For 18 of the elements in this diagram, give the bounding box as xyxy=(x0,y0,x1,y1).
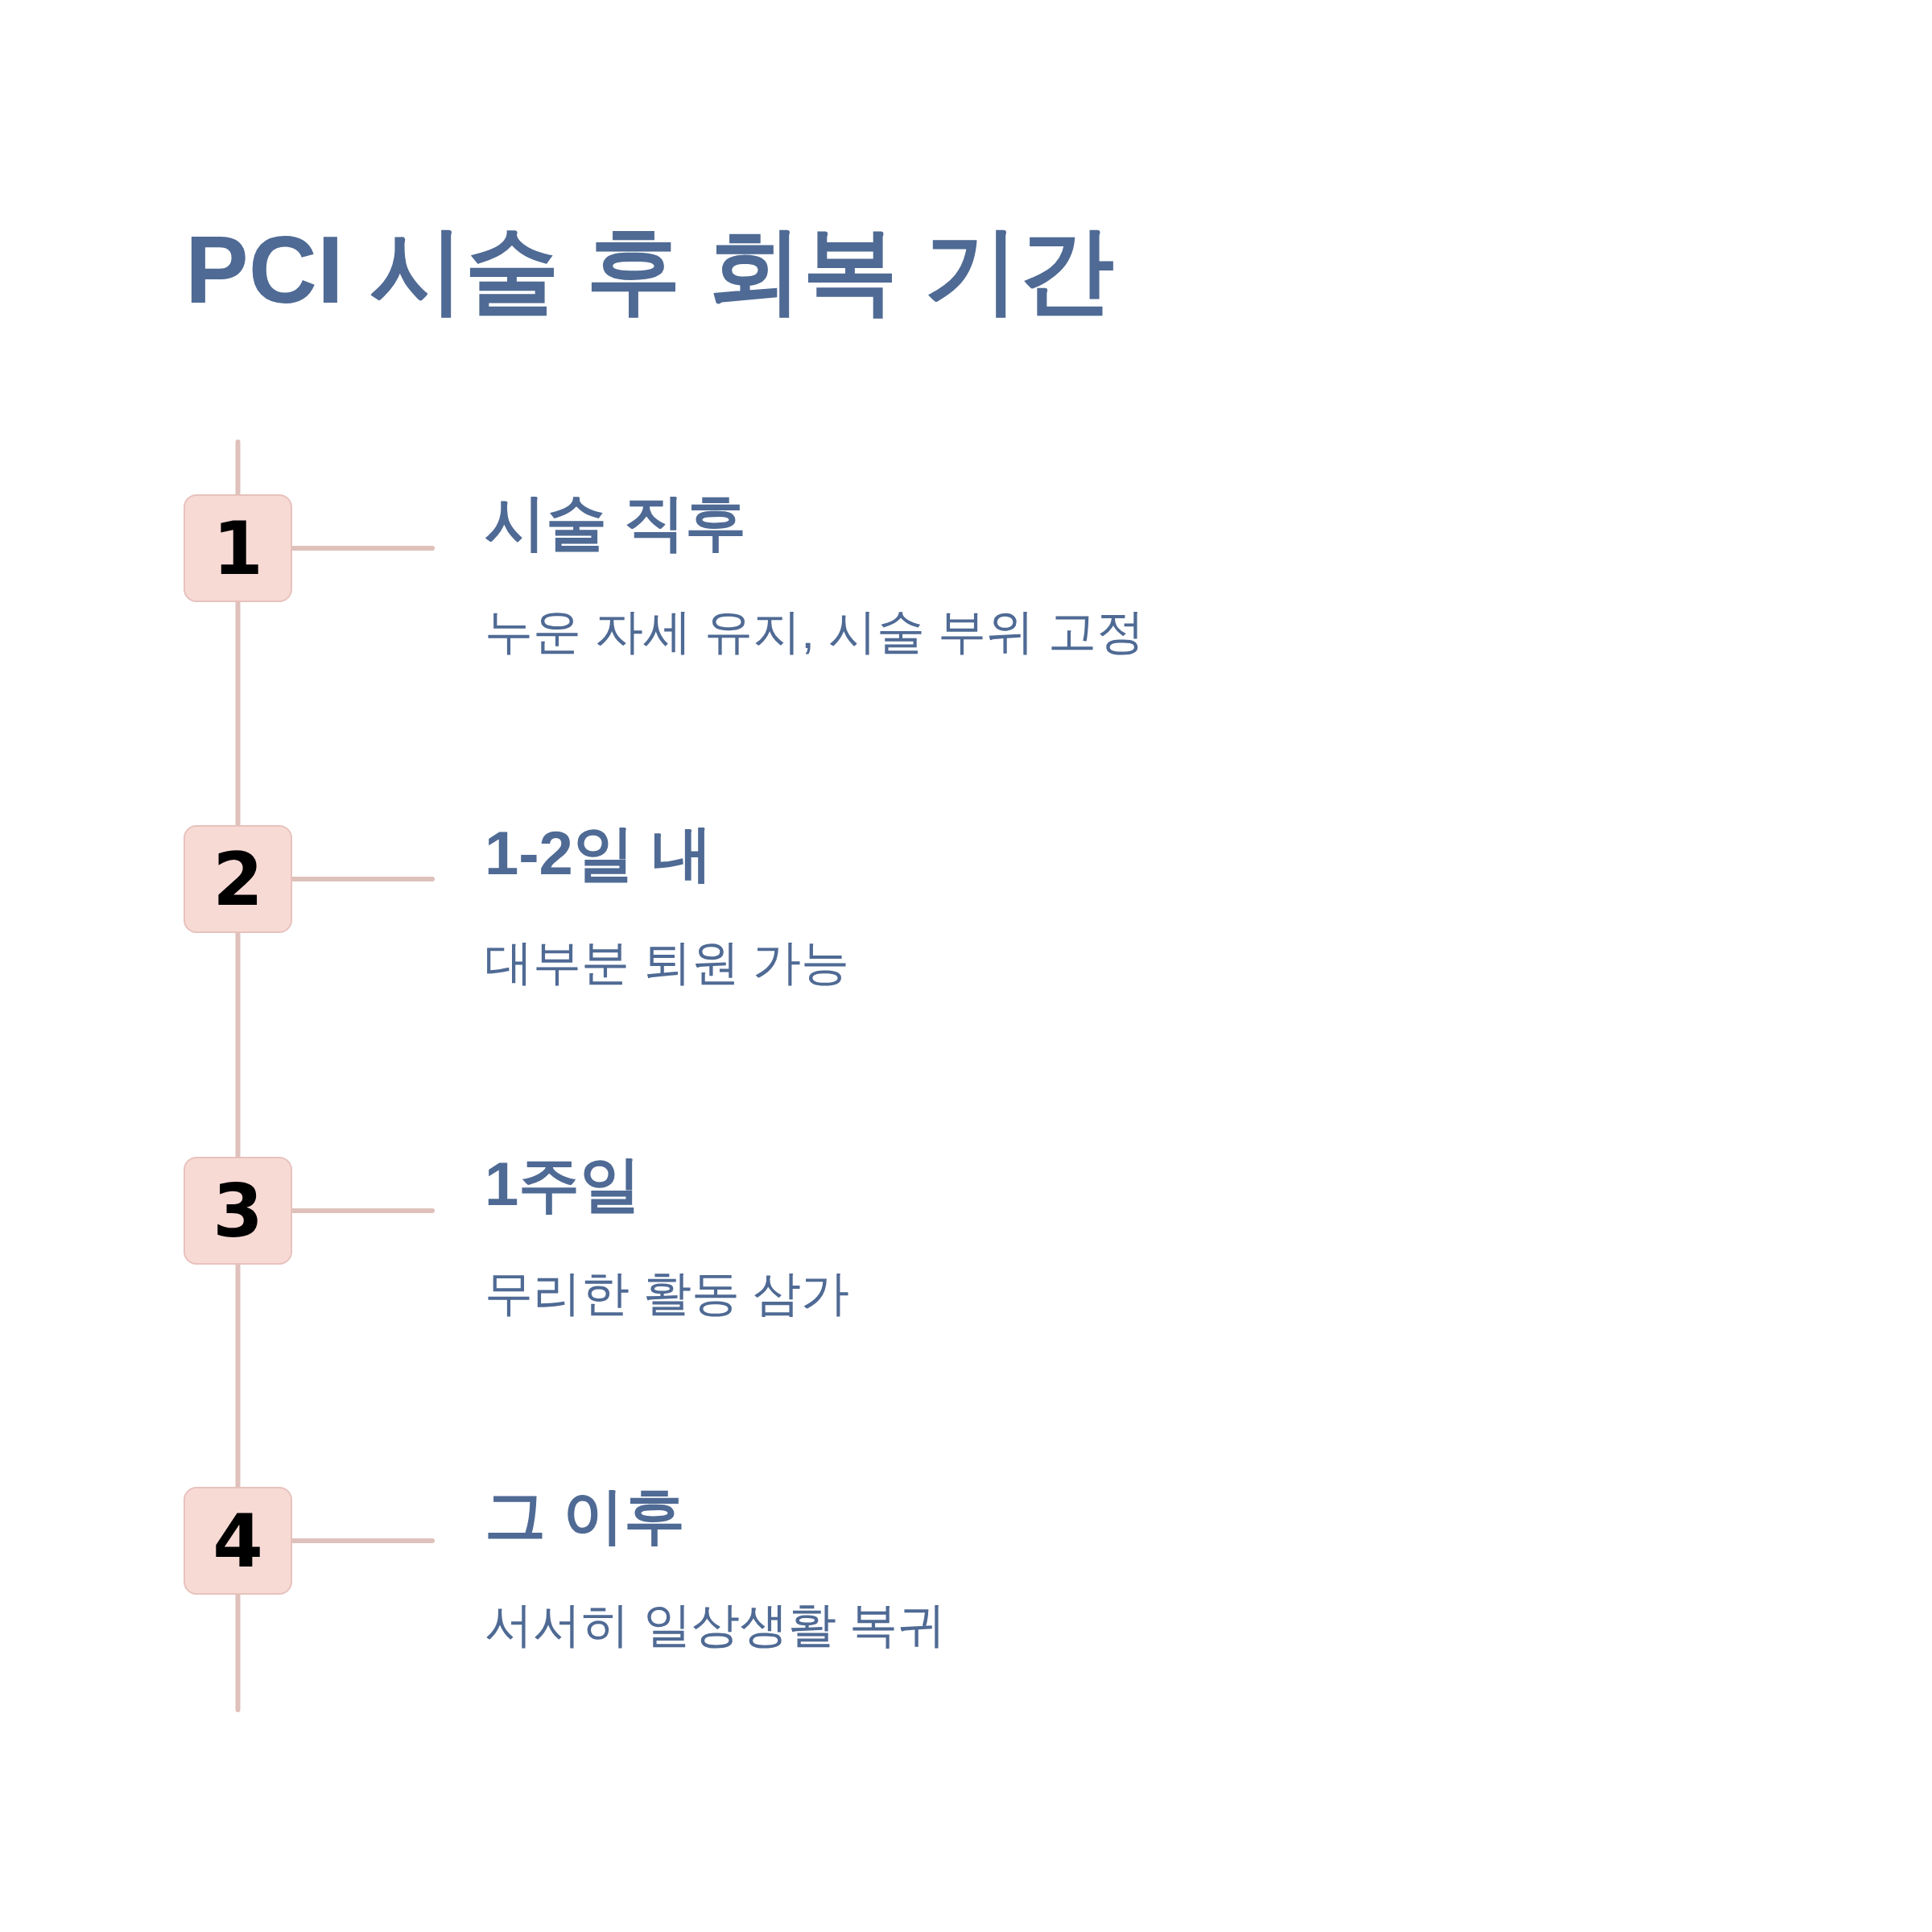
timeline-line xyxy=(235,1592,241,1712)
timeline-line xyxy=(235,600,241,828)
step-description: 대부분 퇴원 가능 xyxy=(485,935,850,992)
timeline-line xyxy=(235,1262,241,1489)
step-description: 무리한 활동 삼가 xyxy=(485,1265,850,1323)
step-heading: 시술 직후 xyxy=(485,487,747,558)
number-box: 3 xyxy=(184,1157,292,1265)
step-heading: 1주일 xyxy=(485,1149,642,1220)
step-description: 누운 자세 유지, 시술 부위 고정 xyxy=(485,604,1146,661)
number-box: 2 xyxy=(184,825,292,933)
timeline-line xyxy=(235,931,241,1159)
number-box: 4 xyxy=(184,1487,292,1595)
title: PCI 시술 후 회복 기간 xyxy=(185,216,1114,324)
step-description: 서서히 일상생활 복귀 xyxy=(485,1597,947,1654)
step-heading: 그 이후 xyxy=(485,1480,686,1551)
timeline-line xyxy=(235,440,241,497)
step-heading: 1-2일 내 xyxy=(485,818,712,889)
number-box: 1 xyxy=(184,494,292,602)
